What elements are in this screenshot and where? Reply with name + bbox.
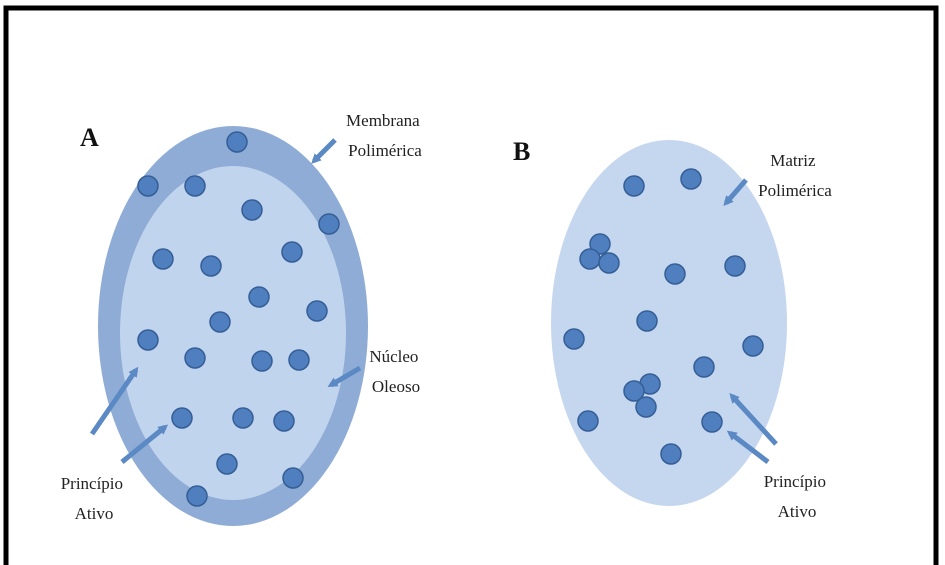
active-particle <box>743 336 763 356</box>
active-particle <box>694 357 714 377</box>
core-label-line-1: Núcleo <box>369 347 418 366</box>
active-particle <box>274 411 294 431</box>
active-particle <box>725 256 745 276</box>
active-particle <box>307 301 327 321</box>
active-particle <box>319 214 339 234</box>
active-particle <box>201 256 221 276</box>
membrane-label-line-2: Polimérica <box>348 141 422 160</box>
active-label-a: Princípio Ativo <box>61 474 128 523</box>
membrane-label: Membrana Polimérica <box>346 111 424 160</box>
active-particle <box>210 312 230 332</box>
active-particle <box>138 176 158 196</box>
panel-b-letter: B <box>513 137 530 166</box>
active-particle <box>217 454 237 474</box>
active-particle <box>187 486 207 506</box>
active-label-b: Princípio Ativo <box>764 472 831 521</box>
active-particle <box>242 200 262 220</box>
active-particle <box>702 412 722 432</box>
core-label: Núcleo Oleoso <box>369 347 422 396</box>
active-particle <box>624 176 644 196</box>
active-particle <box>599 253 619 273</box>
membrane-arrow <box>314 140 335 161</box>
active-particle <box>227 132 247 152</box>
active-label-a-line-1: Princípio <box>61 474 123 493</box>
active-label-a-line-2: Ativo <box>75 504 114 523</box>
active-particle <box>637 311 657 331</box>
active-particle <box>172 408 192 428</box>
panel-a-letter: A <box>80 123 99 152</box>
active-particle <box>138 330 158 350</box>
active-particle <box>233 408 253 428</box>
active-particle <box>681 169 701 189</box>
active-particle <box>185 348 205 368</box>
membrane-label-line-1: Membrana <box>346 111 420 130</box>
active-particle <box>580 249 600 269</box>
matrix-label-line-1: Matriz <box>770 151 816 170</box>
core-label-line-2: Oleoso <box>372 377 420 396</box>
active-particle <box>636 397 656 417</box>
matrix-label: Matriz Polimérica <box>758 151 832 200</box>
active-particle <box>249 287 269 307</box>
active-particle <box>153 249 173 269</box>
matrix-label-line-2: Polimérica <box>758 181 832 200</box>
active-particle <box>289 350 309 370</box>
active-particle <box>252 351 272 371</box>
active-particle <box>283 468 303 488</box>
panel-b: B Matriz Polimérica <box>513 137 832 521</box>
active-label-b-line-2: Ativo <box>778 502 817 521</box>
active-particle <box>564 329 584 349</box>
active-particle <box>578 411 598 431</box>
active-label-b-line-1: Princípio <box>764 472 826 491</box>
panel-a: A <box>61 111 424 526</box>
active-particle <box>185 176 205 196</box>
active-particle <box>661 444 681 464</box>
active-particle <box>282 242 302 262</box>
active-particle <box>665 264 685 284</box>
